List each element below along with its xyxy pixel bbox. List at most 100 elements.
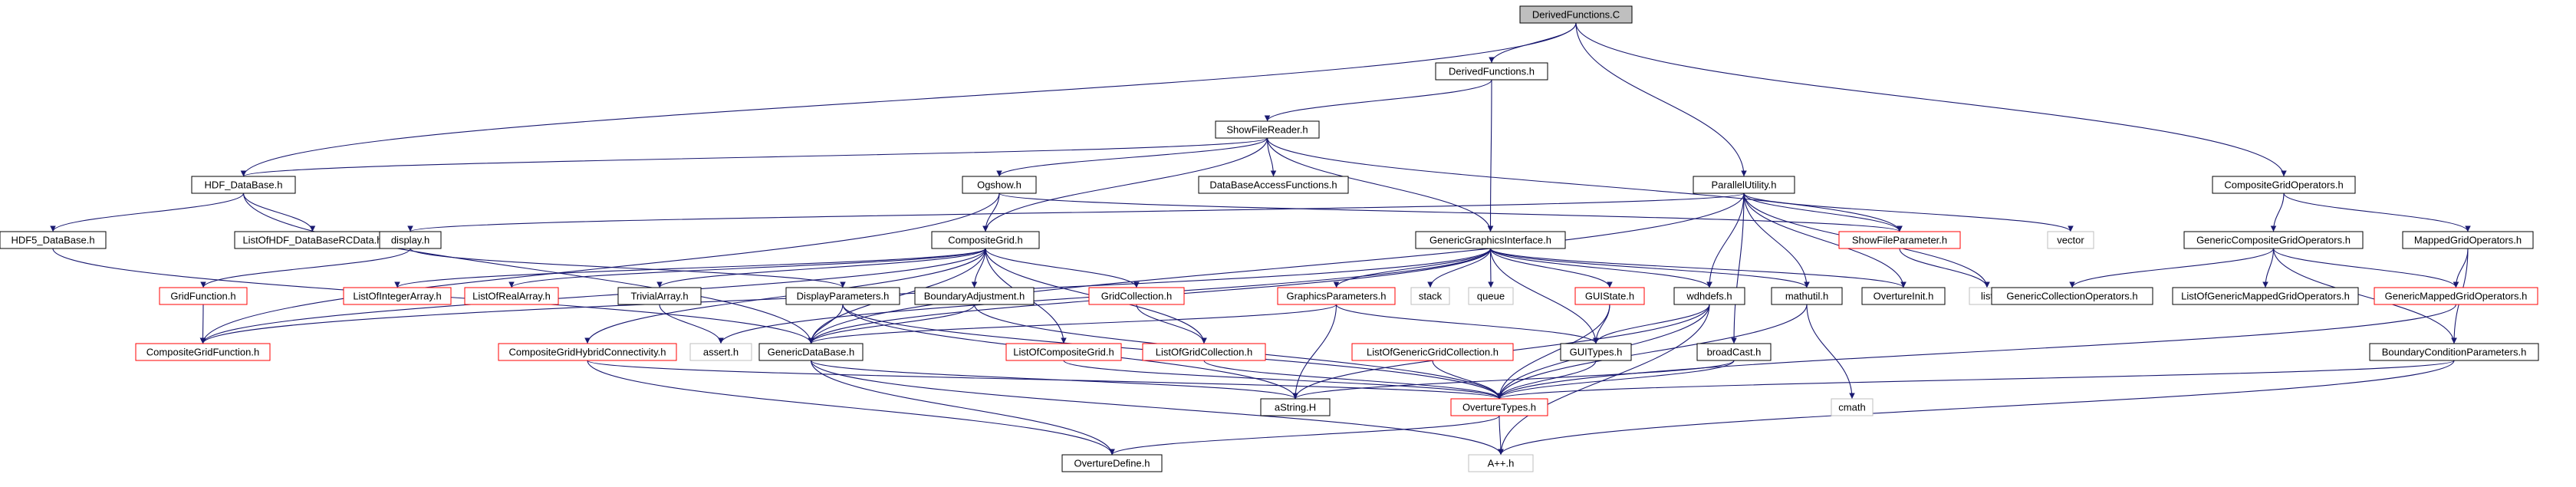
node-label: GenericCompositeGridOperators.h: [2196, 234, 2351, 245]
node-databaseaccessfunctions-h[interactable]: DataBaseAccessFunctions.h: [1198, 176, 1349, 194]
node-box: [1574, 287, 1645, 305]
node-display-h[interactable]: display.h: [379, 231, 442, 249]
node-stack: stack: [1410, 287, 1450, 305]
node-listofgenericgridcollection-h[interactable]: ListOfGenericGridCollection.h: [1351, 343, 1514, 361]
node-queue: queue: [1468, 287, 1514, 305]
node-mappedgridoperators-h[interactable]: MappedGridOperators.h: [2402, 231, 2534, 249]
node-graphicsparameters-h[interactable]: GraphicsParameters.h: [1277, 287, 1396, 305]
node-compositegridhybridconnectivity-h[interactable]: CompositeGridHybridConnectivity.h: [498, 343, 677, 361]
node-label: ListOfGenericGridCollection.h: [1367, 346, 1499, 357]
node-box: [1215, 120, 1320, 139]
node-box: [159, 287, 248, 305]
edge-compositegrid-h-to-listofrealarray-h: [508, 248, 986, 288]
node-assert-h: assert.h: [689, 343, 752, 361]
edge-derivedfunctions-h-to-showfilereader-h: [1264, 79, 1492, 122]
node-label: mathutil.h: [1785, 290, 1828, 301]
node-label: BoundaryAdjustment.h: [924, 290, 1025, 301]
node-gridcollection-h[interactable]: GridCollection.h: [1088, 287, 1185, 305]
node-wdhdefs-h[interactable]: wdhdefs.h: [1673, 287, 1745, 305]
node-box: [1450, 398, 1548, 416]
node-box: [1560, 343, 1632, 361]
node-box: [1519, 5, 1633, 24]
edge-genericgraphicsinterface-h-to-guitypes-h: [1489, 248, 1599, 344]
node-label: CompositeGridOperators.h: [2224, 179, 2343, 190]
node-genericcompositegridoperators-h[interactable]: GenericCompositeGridOperators.h: [2183, 231, 2364, 249]
edge-derivedfunctions-h-to-genericgraphicsinterface-h: [1487, 79, 1494, 232]
node-overtureinit-h[interactable]: OvertureInit.h: [1861, 287, 1946, 305]
node-box: [1410, 287, 1450, 305]
node-listofhdf-databasercdata-h[interactable]: ListOfHDF_DataBaseRCData.h: [234, 231, 391, 249]
edge-compositegrid-h-to-listofintegerarray-h: [394, 248, 986, 288]
edge-ogshow-h-to-showfileparameter-h: [998, 192, 1903, 232]
node-aplusplus-h: A++.h: [1468, 454, 1534, 472]
node-trivialarray-h[interactable]: TrivialArray.h: [617, 287, 702, 305]
node-box: [1468, 287, 1514, 305]
edge-genericgraphicsinterface-h-to-overtureinit-h: [1489, 248, 1907, 288]
node-genericcollectionoperators-h[interactable]: GenericCollectionOperators.h: [1991, 287, 2153, 305]
node-genericmappedgridoperators-h[interactable]: GenericMappedGridOperators.h: [2374, 287, 2538, 305]
node-listofgridcollection-h[interactable]: ListOfGridCollection.h: [1142, 343, 1266, 361]
node-box: [1771, 287, 1843, 305]
edge-graphicsparameters-h-to-astring-h: [1292, 304, 1337, 400]
node-showfilereader-h[interactable]: ShowFileReader.h: [1215, 120, 1320, 139]
node-box: [0, 231, 107, 249]
node-overturedefine-h[interactable]: OvertureDefine.h: [1061, 454, 1163, 472]
node-mathutil-h[interactable]: mathutil.h: [1771, 287, 1843, 305]
edge-listofgenericgridcollection-h-to-overturetypes-h: [1432, 360, 1502, 400]
node-box: [914, 287, 1035, 305]
node-showfileparameter-h[interactable]: ShowFileParameter.h: [1838, 231, 1961, 249]
node-parallelutility-h[interactable]: ParallelUtility.h: [1693, 176, 1795, 194]
node-overturetypes-h[interactable]: OvertureTypes.h: [1450, 398, 1548, 416]
node-label: HDF5_DataBase.h: [11, 234, 94, 245]
edge-mathutil-h-to-cmath: [1806, 304, 1855, 400]
node-label: GridCollection.h: [1101, 290, 1173, 301]
node-vector: vector: [2047, 231, 2094, 249]
node-label: Ogshow.h: [977, 179, 1022, 190]
node-listofintegerarray-h[interactable]: ListOfIntegerArray.h: [343, 287, 452, 305]
node-derivedfunctions-h[interactable]: DerivedFunctions.h: [1435, 62, 1548, 81]
edge-wdhdefs-h-to-app-h: [1498, 304, 1710, 456]
edge-broadcast-h-to-overturetypes-h: [1496, 360, 1735, 400]
node-label: BoundaryConditionParameters.h: [2382, 346, 2527, 357]
node-guitypes-h[interactable]: GUITypes.h: [1560, 343, 1632, 361]
node-hdf-database-h[interactable]: HDF_DataBase.h: [191, 176, 296, 194]
node-derivedfunctions-c[interactable]: DerivedFunctions.C: [1519, 5, 1633, 24]
node-boundaryadjustment-h[interactable]: BoundaryAdjustment.h: [914, 287, 1035, 305]
edge-display-h-to-gridfunction-h: [200, 248, 411, 288]
node-listofcompositegrid-h[interactable]: ListOfCompositeGrid.h: [1005, 343, 1122, 361]
node-listofgenericmappedgridoperators-h[interactable]: ListOfGenericMappedGridOperators.h: [2172, 287, 2359, 305]
node-genericdatabase-h[interactable]: GenericDataBase.h: [758, 343, 864, 361]
node-box: [1468, 454, 1534, 472]
node-compositegrid-h[interactable]: CompositeGrid.h: [931, 231, 1040, 249]
node-genericgraphicsinterface-h[interactable]: GenericGraphicsInterface.h: [1415, 231, 1566, 249]
edge-showfilereader-h-to-databaseaccessfunctions-h: [1266, 137, 1277, 177]
node-box: [464, 287, 559, 305]
edge-compositegridoperators-h-to-mappedgridoperators-h: [2283, 192, 2471, 232]
node-label: ListOfGenericMappedGridOperators.h: [2181, 290, 2350, 301]
node-label: GUITypes.h: [1570, 346, 1623, 357]
edge-compositegridoperators-h-to-genericcompositegridoperators-h: [2270, 192, 2285, 232]
edge-wdhdefs-h-to-guitypes-h: [1593, 304, 1710, 344]
edge-showfilereader-h-to-genericgraphicsinterface-h: [1266, 137, 1494, 232]
node-compositegridfunction-h[interactable]: CompositeGridFunction.h: [135, 343, 271, 361]
node-label: ShowFileParameter.h: [1852, 234, 1947, 245]
node-guistate-h[interactable]: GUIState.h: [1574, 287, 1645, 305]
node-listofrealarray-h[interactable]: ListOfRealArray.h: [464, 287, 559, 305]
node-compositegridoperators-h[interactable]: CompositeGridOperators.h: [2212, 176, 2356, 194]
node-hdf5-database-h[interactable]: HDF5_DataBase.h: [0, 231, 107, 249]
node-boundaryconditionparameters-h[interactable]: BoundaryConditionParameters.h: [2369, 343, 2539, 361]
edge-guitypes-h-to-overturetypes-h: [1496, 360, 1597, 400]
node-broadcast-h[interactable]: broadCast.h: [1696, 343, 1772, 361]
node-astring-h[interactable]: aString.H: [1260, 398, 1331, 416]
node-box: [379, 231, 442, 249]
node-gridfunction-h[interactable]: GridFunction.h: [159, 287, 248, 305]
node-label: A++.h: [1488, 457, 1515, 469]
node-label: ParallelUtility.h: [1711, 179, 1776, 190]
node-ogshow-h[interactable]: Ogshow.h: [962, 176, 1037, 194]
edge-genericcompositegridoperators-h-to-genericmappedgridoperators-h: [2272, 248, 2459, 288]
edge-listofcompositegrid-h-to-overturetypes-h: [1063, 360, 1502, 400]
node-displayparameters-h[interactable]: DisplayParameters.h: [785, 287, 900, 305]
edge-parallelutility-h-to-display-h: [407, 192, 1745, 232]
node-box: [1277, 287, 1396, 305]
